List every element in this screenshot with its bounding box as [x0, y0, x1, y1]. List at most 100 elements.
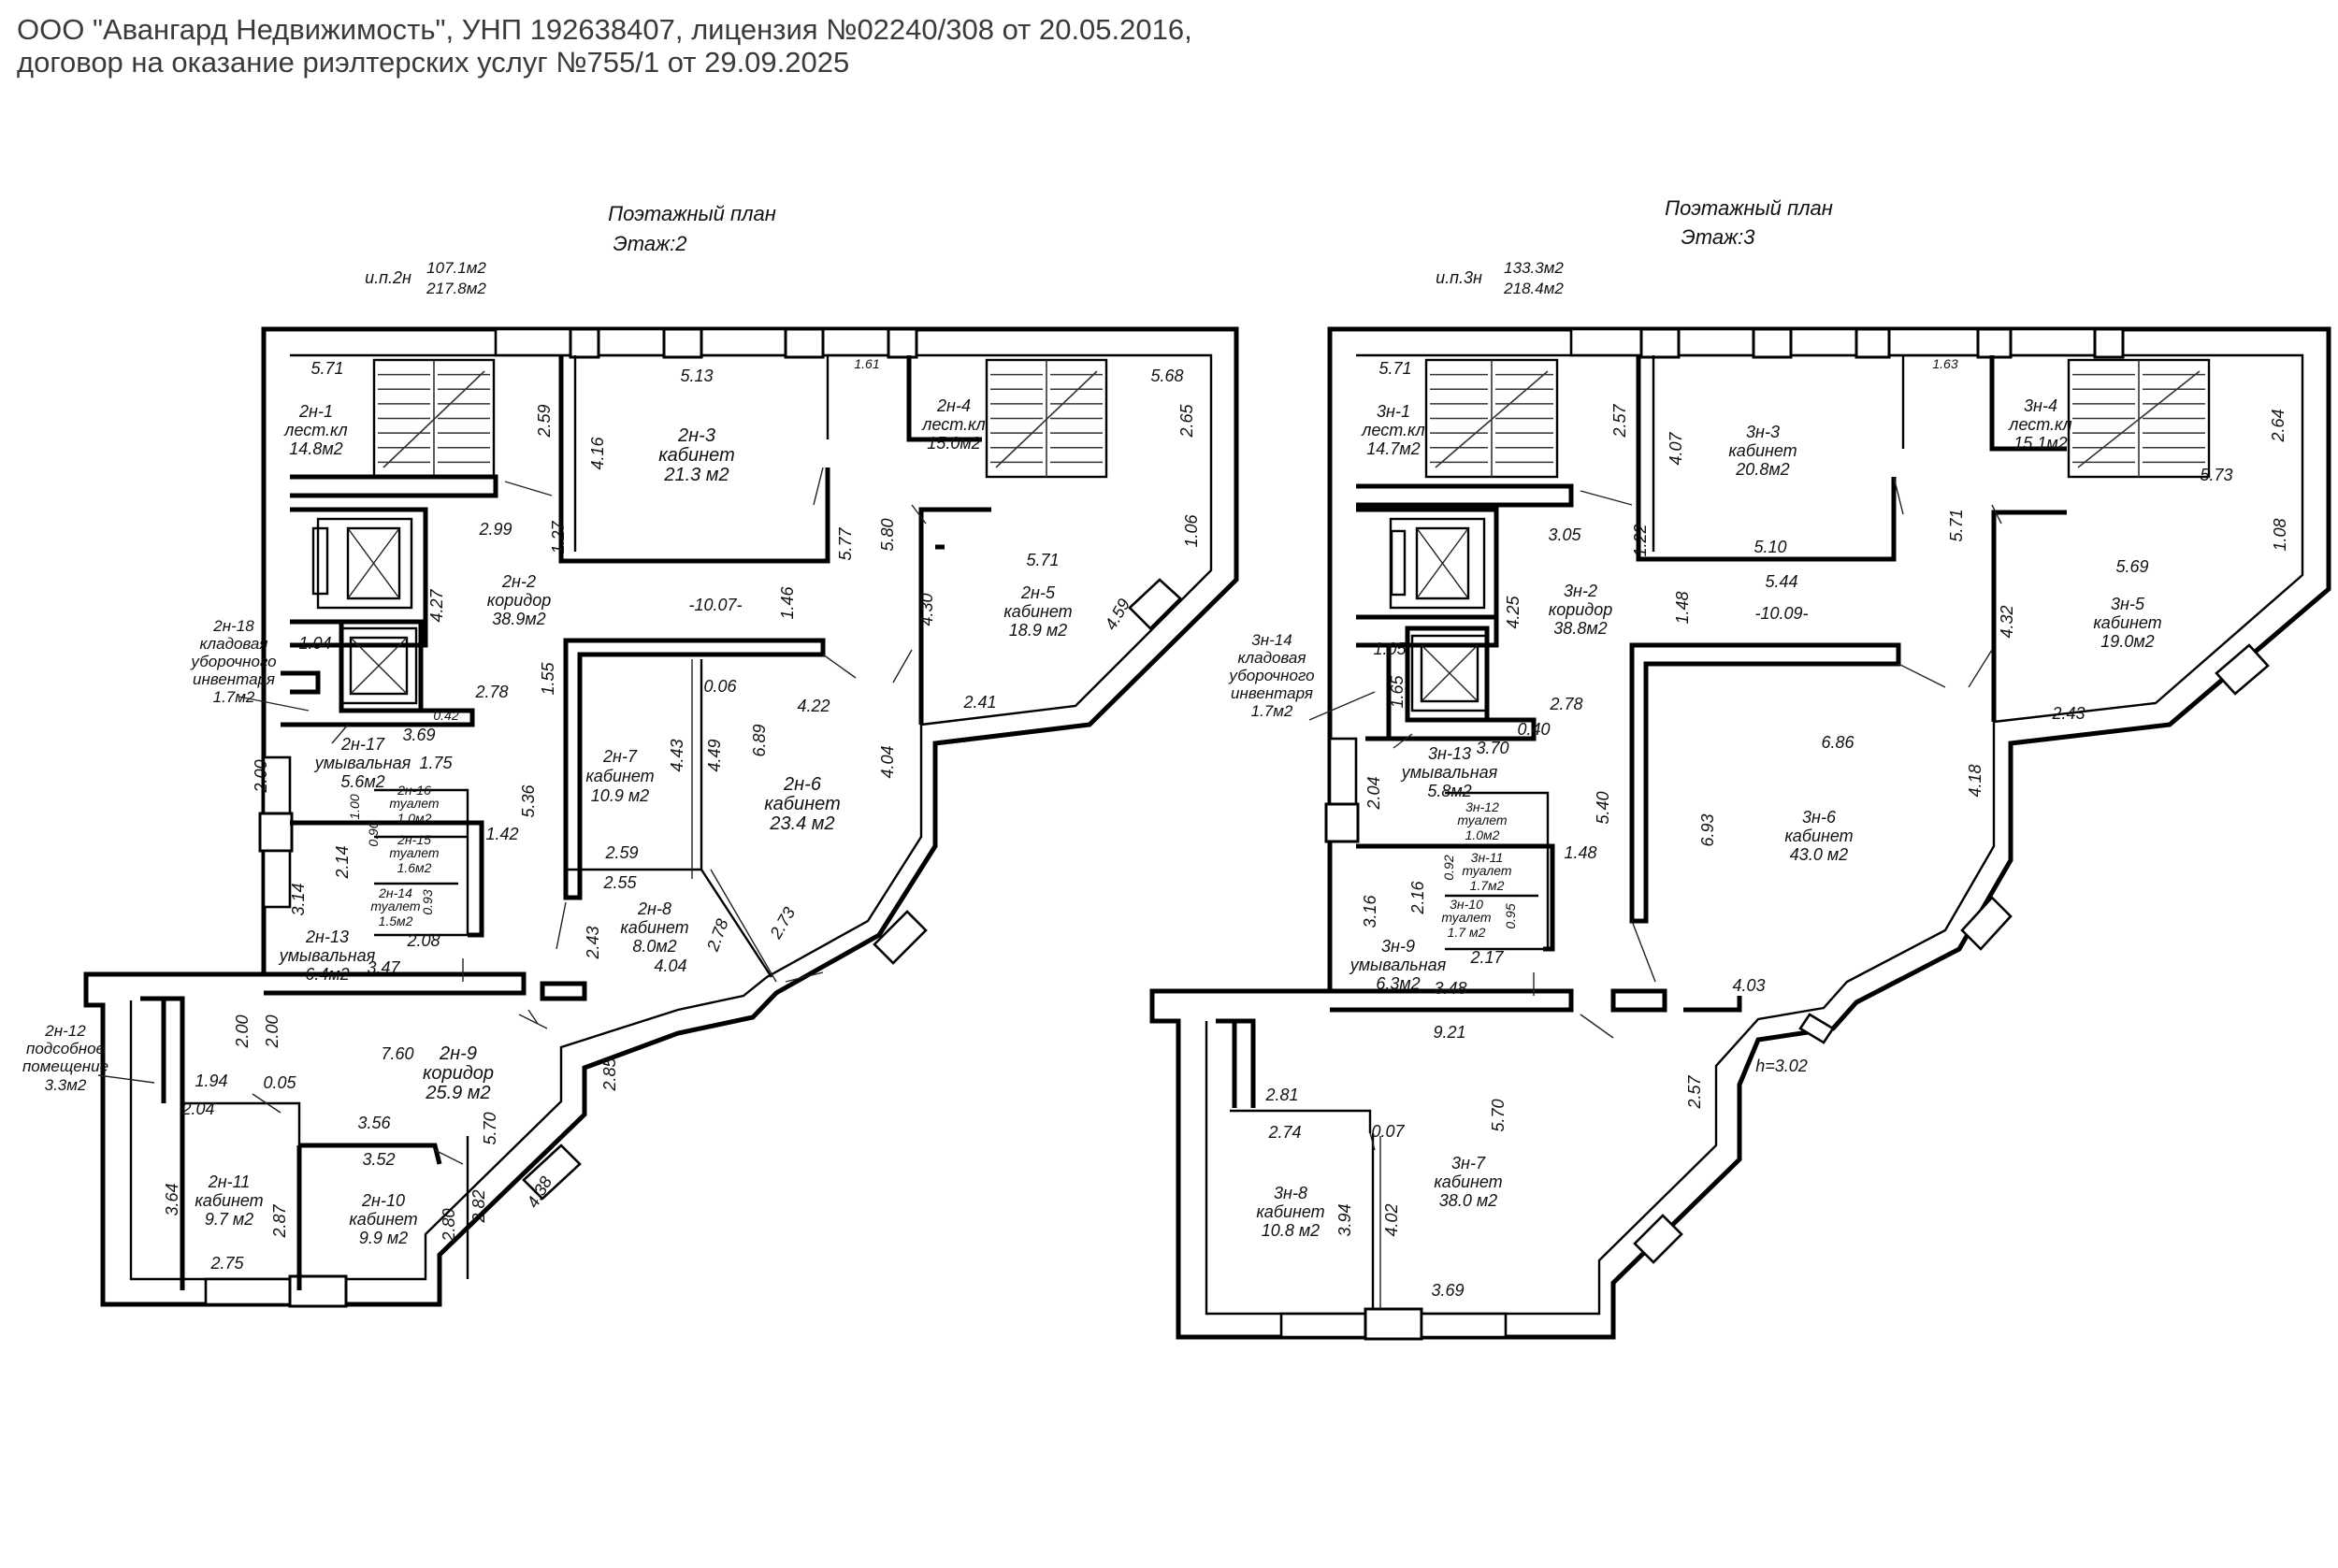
dimension-label: 3.56 [357, 1114, 391, 1132]
dimension-label: 5.73 [2200, 466, 2232, 484]
room-label: кабинет [1003, 602, 1072, 621]
room-label: 3н-9 [1381, 937, 1415, 956]
room-label: 2н-4 [936, 396, 971, 415]
room-label: 25.9 м2 [425, 1083, 490, 1103]
floor-2-stair-1 [372, 358, 496, 479]
room-label: 38.8м2 [1553, 619, 1607, 638]
dimension-label: 0.92 [1441, 855, 1456, 880]
room-label: кабинет [2093, 613, 2161, 632]
dimension-label: 6.86 [1821, 733, 1855, 752]
dimension-label: 5.10 [1754, 538, 1786, 556]
dimension-label: 4.04 [878, 745, 897, 778]
room-label: умывальная [313, 754, 411, 772]
dimension-label: 9.21 [1433, 1023, 1465, 1042]
dimension-label: 3.52 [362, 1150, 395, 1169]
dimension-label: 6.89 [750, 724, 769, 756]
room-label: 2н-13 [305, 928, 349, 946]
room-label: 14.7м2 [1366, 439, 1420, 458]
room-label: инвентаря [1231, 684, 1313, 702]
room-label: туалет [1441, 910, 1492, 925]
floor-2-outer-wall [83, 326, 1239, 1307]
room-label: лест.кл [921, 415, 985, 434]
room-label: 2н-5 [1020, 583, 1056, 602]
floor-3-summary-b: 218.4м2 [1503, 280, 1564, 297]
dimension-label: 5.71 [1947, 509, 1966, 541]
floor-3-doors [1369, 476, 2002, 1151]
floor-2-subtitle: Этаж:2 [613, 232, 686, 255]
dimension-label: 1.48 [1673, 591, 1692, 624]
dimension-label: 2.04 [1364, 776, 1383, 810]
floor-2-elevators [311, 517, 418, 705]
dimension-label: 2.00 [263, 1014, 281, 1048]
room-label: 3н-10 [1450, 897, 1483, 912]
room-label: кабинет [764, 794, 841, 814]
floor-2-windows-diagonal [204, 578, 1182, 1308]
dimension-label: 1.48 [1564, 843, 1596, 862]
room-label: коридор [1549, 600, 1613, 619]
room-label: кладовая [1238, 649, 1306, 667]
dimension-label: 4.43 [668, 739, 686, 771]
floor-2-title: Поэтажный план [608, 202, 776, 225]
room-label: 3н-6 [1802, 808, 1837, 827]
dimension-label: 5.77 [836, 527, 855, 561]
room-label: 3н-1 [1377, 402, 1410, 421]
dimension-label: 3.69 [1431, 1281, 1464, 1300]
dimension-label: 0.05 [263, 1073, 296, 1092]
room-label: кабинет [195, 1191, 263, 1210]
dimension-label: 4.27 [427, 589, 446, 623]
dimension-label: 4.22 [797, 697, 830, 715]
room-label: 1.6м2 [397, 860, 432, 875]
room-label: кабинет [658, 445, 735, 466]
dimension-label: 4.25 [1504, 596, 1523, 629]
room-label: 1.7 м2 [1448, 925, 1486, 940]
dimension-label: 2.04 [180, 1100, 214, 1118]
room-label: 2н-7 [602, 747, 638, 766]
room-label: 3н-3 [1746, 423, 1780, 441]
listing-header: ООО "Авангард Недвижимость", УНП 1926384… [17, 13, 1192, 79]
room-label: 3.3м2 [45, 1076, 87, 1094]
dimension-label: 3.14 [289, 883, 308, 915]
dimension-label: 5.44 [1765, 572, 1797, 591]
dimension-label: 1.22 [1631, 524, 1650, 556]
dimension-label: 5.80 [878, 518, 897, 551]
room-label: кабинет [1784, 827, 1853, 845]
room-label: подсобное [26, 1040, 105, 1057]
dimension-label: 0.06 [703, 677, 737, 696]
room-label: 5.8м2 [1427, 782, 1471, 800]
dimension-label: 2.55 [602, 873, 637, 892]
room-label: 2н-12 [44, 1022, 86, 1040]
room-label: 18.9 м2 [1009, 621, 1067, 640]
room-label: 6.4м2 [305, 965, 349, 984]
dimension-label: 0.40 [1517, 720, 1550, 739]
room-label: 23.4 м2 [769, 813, 834, 834]
room-label: кладовая [200, 635, 268, 653]
dimension-label: 3.48 [1434, 979, 1466, 998]
dimension-label: 2.57 [1685, 1075, 1704, 1110]
dimension-label: 2.64 [2269, 409, 2287, 442]
dimension-label: 5.69 [2115, 557, 2148, 576]
dimension-label: 2.74 [1267, 1123, 1301, 1142]
header-line-1: ООО "Авангард Недвижимость", УНП 1926384… [17, 13, 1192, 46]
room-label: 2н-17 [340, 735, 385, 754]
room-label: 1.7м2 [1470, 878, 1505, 893]
dimension-label: 1.05 [1373, 640, 1407, 658]
dimension-label: 1.75 [419, 754, 453, 772]
room-label: кабинет [1434, 1172, 1502, 1191]
room-label: умывальная [1400, 763, 1498, 782]
floor-3-window-left [1328, 737, 1358, 806]
room-label: 2н-3 [677, 425, 715, 446]
dimension-label: 0.07 [1371, 1122, 1405, 1141]
floor-2-doors [252, 467, 927, 1165]
dimension-label: 2.78 [474, 683, 508, 701]
room-label: 2н-2 [501, 572, 536, 591]
room-label: 3н-5 [2111, 595, 2145, 613]
room-label: кабинет [349, 1210, 417, 1229]
stair-direction-line [1435, 370, 1549, 468]
dimension-label: 4.18 [1966, 764, 1984, 797]
dimension-label: 4.16 [588, 437, 607, 470]
header-line-2: договор на оказание риэлтерских услуг №7… [17, 46, 850, 79]
room-label: 1.0м2 [397, 811, 432, 826]
room-label: лест.кл [283, 421, 347, 439]
